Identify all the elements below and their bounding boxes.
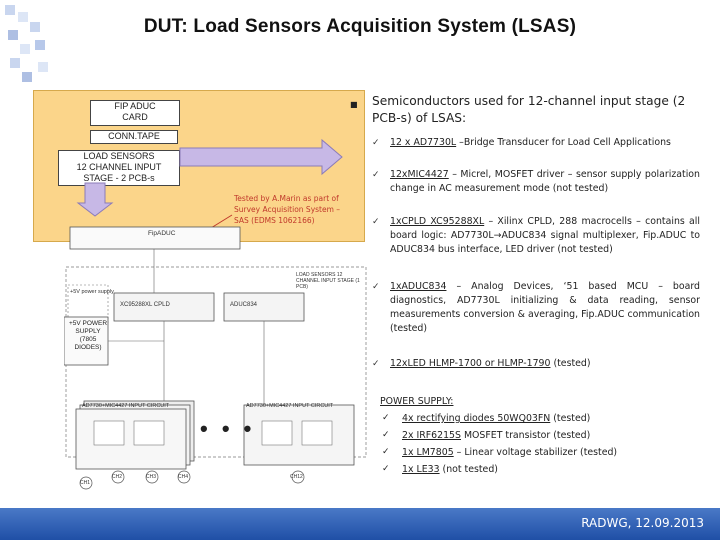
list-item: 12xMIC4427 – Micrel, MOSFET driver – sen… [390, 168, 700, 196]
check-icon: ✓ [382, 430, 390, 440]
part-name: 1x LM7805 [402, 447, 454, 458]
list-item: 1xCPLD XC95288XL – Xilinx CPLD, 288 macr… [390, 215, 700, 257]
check-icon: ✓ [382, 413, 390, 423]
test-note: Tested by A.Marin as part of Survey Acqu… [234, 194, 341, 225]
cpld-label: XC95288XL CPLD [120, 302, 170, 308]
part-desc: (tested) [550, 358, 591, 369]
list-item: 12xLED HLMP-1700 or HLMP-1790 (tested) [390, 357, 700, 371]
content-heading: ■ Semiconductors used for 12-channel inp… [350, 93, 705, 127]
part-name: 12xLED HLMP-1700 or HLMP-1790 [390, 358, 551, 369]
load-sensors-label: LOAD SENSORS 12 CHANNEL INPUT STAGE - 2 … [58, 150, 180, 186]
check-icon: ✓ [372, 170, 380, 180]
heading-text: Semiconductors used for 12-channel input… [372, 94, 686, 125]
ch1-label: CH1 [80, 480, 91, 486]
part-name: 1x LE33 [402, 464, 440, 475]
check-icon: ✓ [382, 447, 390, 457]
check-icon: ✓ [372, 359, 380, 369]
aduc-label: ADUC834 [230, 302, 258, 308]
fipaduc-label: FipADUC [148, 230, 176, 237]
square-bullet-icon: ■ [350, 100, 358, 109]
decorative-squares [5, 5, 48, 82]
part-desc: MOSFET transistor (tested) [460, 430, 591, 441]
part-name: 4x rectifying diodes 50WQ03FN [402, 413, 551, 424]
part-name: 1xCPLD XC95288XL [390, 216, 485, 227]
conn-tape-label: CONN.TAPE [90, 130, 178, 144]
input-circuit-right-label: AD7730+MIC4427 INPUT CIRCUIT [246, 403, 334, 409]
ch3-label: CH3 [146, 474, 157, 480]
part-desc: – Analog Devices, ‘51 based MCU – board … [390, 281, 700, 334]
list-item: 1xADUC834 – Analog Devices, ‘51 based MC… [390, 280, 700, 336]
supply-label: +5V power supply [70, 289, 114, 295]
list-item: ✓ 4x rectifying diodes 50WQ03FN (tested) [380, 410, 700, 427]
check-icon: ✓ [372, 138, 380, 148]
list-item: ✓ 2x IRF6215S MOSFET transistor (tested) [380, 427, 700, 444]
power-supply-list: POWER SUPPLY: ✓ 4x rectifying diodes 50WQ… [380, 393, 700, 478]
input-circuit-left-label: AD7730+MIC4427 INPUT CIRCUIT [82, 403, 170, 409]
part-name: 12xMIC4427 [390, 169, 449, 180]
stage-label: LOAD SENSORS 12 CHANNEL INPUT STAGE (1 P… [296, 272, 360, 290]
part-desc: – Linear voltage stabilizer (tested) [453, 447, 618, 458]
part-desc: – Xilinx CPLD, 288 macrocells – contains… [390, 216, 701, 255]
schematic-diagram [64, 226, 367, 490]
power-heading: POWER SUPPLY: [380, 396, 454, 407]
check-icon: ✓ [372, 217, 380, 227]
part-name: 1xADUC834 [390, 281, 447, 292]
ch12-label: CH12 [290, 474, 303, 480]
part-name: 2x IRF6215S [402, 430, 461, 441]
psu-label: +5V POWER SUPPLY (7805 DIODES) [68, 320, 108, 351]
footer-text: RADWG, 12.09.2013 [581, 516, 704, 530]
list-item: ✓ 1x LM7805 – Linear voltage stabilizer (… [380, 444, 700, 461]
ellipsis: • • • [200, 416, 256, 441]
ch4-label: CH4 [178, 474, 189, 480]
check-icon: ✓ [382, 464, 390, 474]
footer-bar: RADWG, 12.09.2013 [0, 508, 720, 540]
fip-aduc-card-label: FIP ADUC CARD [90, 100, 180, 126]
list-item: 12 x AD7730L –Bridge Transducer for Load… [390, 136, 700, 150]
part-desc: –Bridge Transducer for Load Cell Applica… [456, 137, 671, 148]
part-desc: (tested) [550, 413, 591, 424]
part-desc: – Micrel, MOSFET driver – sensor supply … [390, 169, 700, 194]
list-item: ✓ 1x LE33 (not tested) [380, 461, 700, 478]
check-icon: ✓ [372, 282, 380, 292]
part-name: 12 x AD7730L [390, 137, 457, 148]
ch2-label: CH2 [112, 474, 123, 480]
part-desc: (not tested) [439, 464, 498, 475]
slide-title: DUT: Load Sensors Acquisition System (LS… [143, 16, 577, 37]
